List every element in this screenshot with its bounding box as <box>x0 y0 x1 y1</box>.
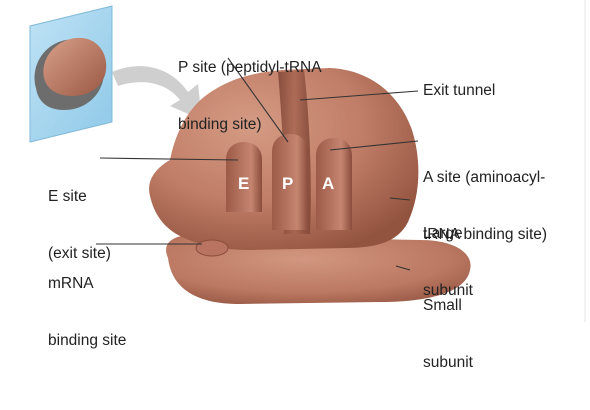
p-site-letter: P <box>282 174 293 194</box>
p-site-label-line1: P site (peptidyl-tRNA <box>178 58 322 77</box>
small-subunit-label-line2: subunit <box>423 353 473 372</box>
e-site-label-line1: E site <box>48 187 111 206</box>
p-site-label-line2: binding site) <box>178 115 322 134</box>
small-subunit-label: Small subunit <box>423 258 473 410</box>
small-subunit-label-line1: Small <box>423 296 473 315</box>
ribosome-diagram: E P A P site (peptidyl-tRNA binding site… <box>0 0 590 322</box>
mrna-label-line2: binding site <box>48 331 126 350</box>
a-site-label-line1: A site (aminoacyl- <box>423 168 547 187</box>
a-site-letter: A <box>322 174 334 194</box>
exit-tunnel-label: Exit tunnel <box>423 81 495 100</box>
e-site-letter: E <box>238 174 249 194</box>
mrna-binding-site-shape <box>196 240 228 256</box>
large-subunit-label-line1: Large <box>423 224 473 243</box>
inset-orientation-view <box>30 6 112 142</box>
p-site-label: P site (peptidyl-tRNA binding site) <box>178 20 322 172</box>
mrna-label-line1: mRNA <box>48 274 126 293</box>
mrna-binding-site-label: mRNA binding site <box>48 236 126 388</box>
